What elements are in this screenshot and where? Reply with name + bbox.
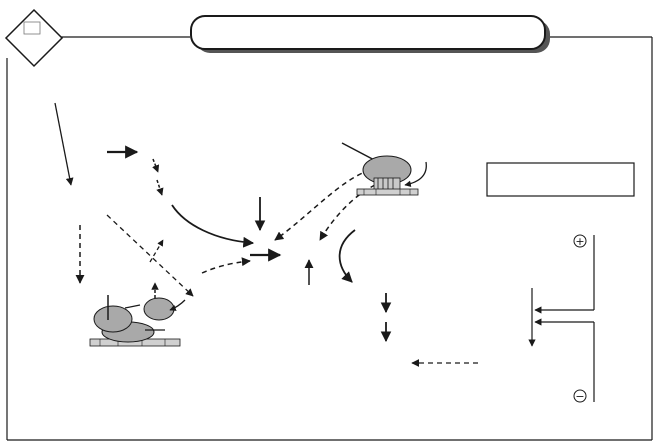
arrow-dashed-curve-upper-2 <box>319 184 376 241</box>
minus-sign: − <box>575 390 584 403</box>
empty-label-box <box>486 162 635 197</box>
arrow-dashed-curve-upper-1 <box>274 169 371 241</box>
figure-frame <box>6 36 653 441</box>
arrow-dashed-up-1 <box>149 239 164 263</box>
protein-complex-icon <box>341 142 427 196</box>
plus-circle-icon <box>573 234 587 248</box>
minus-circle-icon <box>573 389 587 403</box>
arrow-curved-center <box>171 204 255 248</box>
arrow-dashed-curve-lower <box>201 257 251 274</box>
arrow-curved-right <box>338 229 356 283</box>
arrow-diagonal-left <box>54 102 74 186</box>
arrow-dashed-small-1 <box>152 158 160 173</box>
arrow-dashed-small-2 <box>156 179 164 196</box>
arrow-dashed-diagonal <box>106 214 194 297</box>
title-banner <box>190 15 550 53</box>
plus-minus-regulation: + − <box>528 234 595 403</box>
diamond-badge-icon <box>4 8 64 68</box>
protein-complex-icon <box>89 295 186 347</box>
plus-sign: + <box>575 235 584 248</box>
